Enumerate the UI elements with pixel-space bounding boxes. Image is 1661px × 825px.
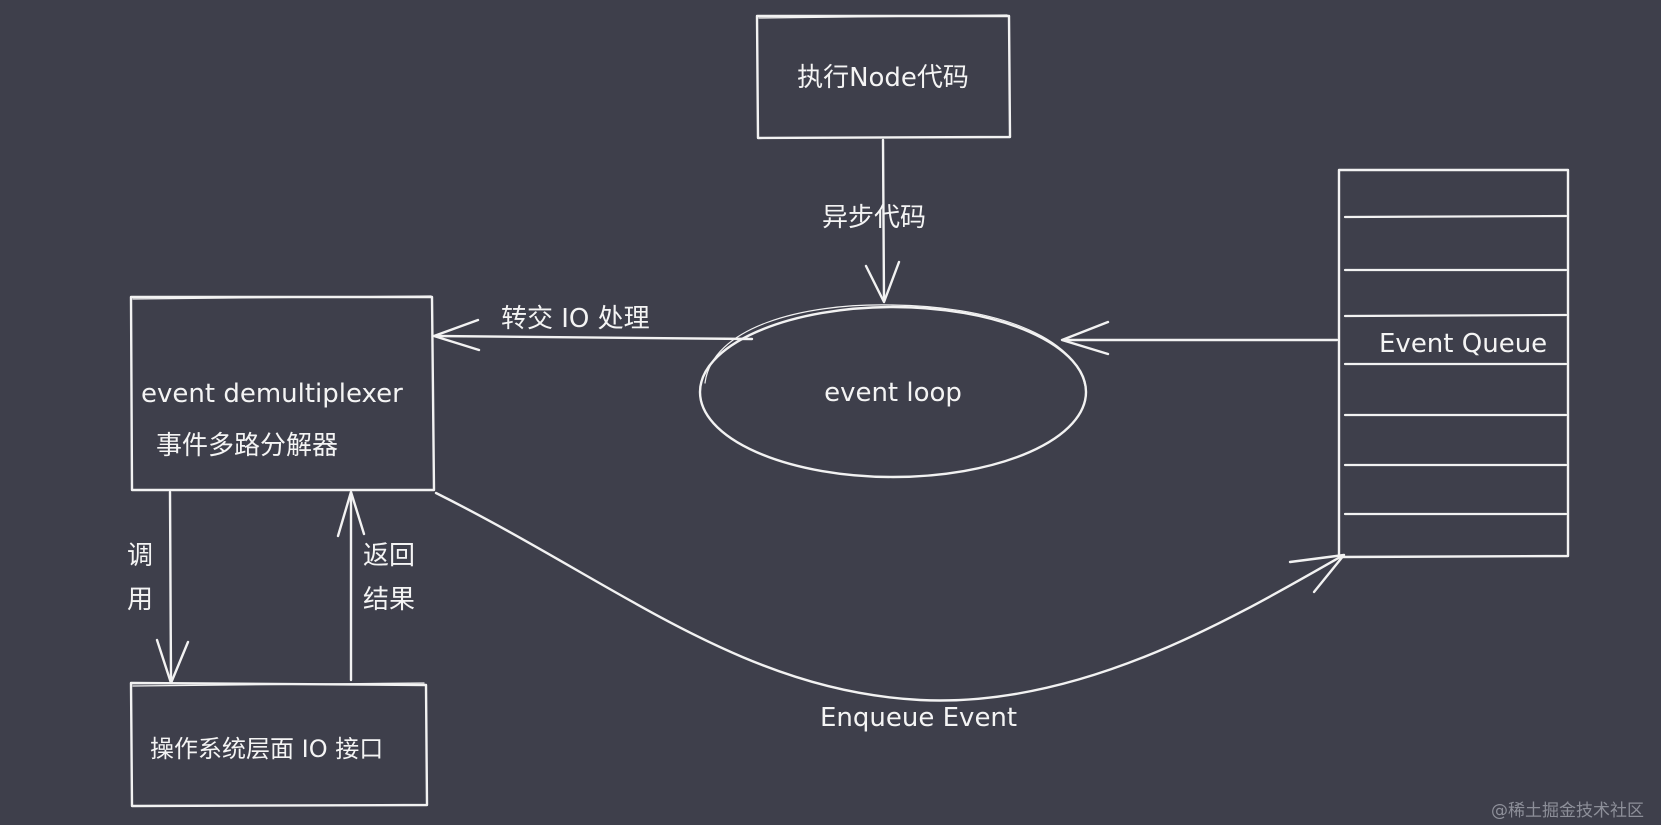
arrow-call	[155, 490, 190, 685]
event-demultiplexer-box	[129, 295, 436, 492]
event-loop-ellipse	[698, 304, 1088, 479]
arrow-async-code	[864, 138, 901, 304]
async-code-label: 异步代码	[822, 203, 927, 233]
enqueue-event-label: Enqueue Event	[820, 703, 1018, 733]
event-queue-label: Event Queue	[1379, 329, 1548, 359]
node-code-label: 执行Node代码	[797, 63, 969, 93]
arrow-enqueue-event	[434, 491, 1346, 702]
event-demultiplexer-label: event demultiplexer	[141, 379, 403, 409]
watermark: @稀土掘金技术社区	[1491, 801, 1644, 821]
delegate-io-label: 转交 IO 处理	[501, 304, 650, 334]
os-io-interface-label: 操作系统层面 IO 接口	[150, 735, 384, 763]
arrow-delegate-io	[432, 318, 754, 352]
call-label: 调用	[127, 541, 154, 615]
event-loop-label: event loop	[824, 378, 962, 408]
event-demultiplexer-cn-label: 事件多路分解器	[156, 431, 339, 461]
return-result-label: 返回结果	[363, 541, 416, 615]
arrow-queue-to-loop	[1060, 320, 1339, 356]
arrow-return-result	[336, 490, 366, 682]
node-code-box	[755, 14, 1012, 140]
os-io-interface-box	[129, 681, 429, 808]
event-queue-stack	[1337, 168, 1570, 559]
